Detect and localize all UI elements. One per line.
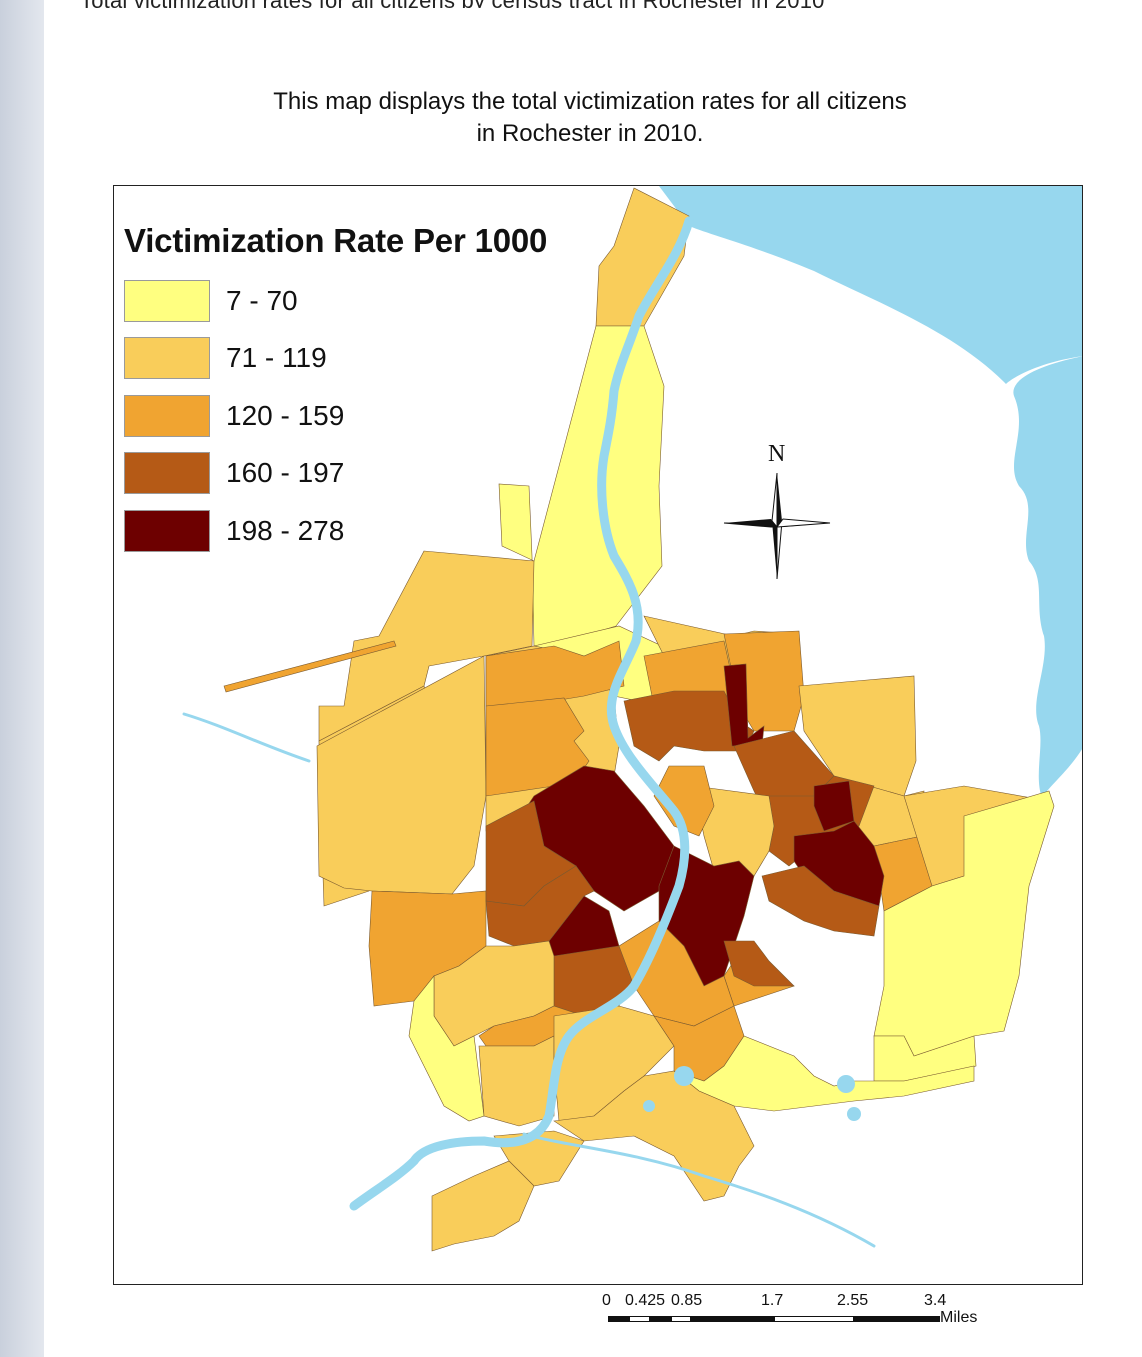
scale-segment	[854, 1316, 940, 1322]
tract-region	[553, 945, 635, 1017]
irondequoit-bay	[1013, 356, 1082, 798]
scale-segment	[650, 1316, 671, 1322]
tract-region	[761, 865, 880, 937]
legend-label: 7 - 70	[226, 284, 298, 316]
pond	[847, 1107, 861, 1121]
map-description: This map displays the total victimizatio…	[170, 86, 1010, 150]
legend-swatch	[124, 337, 210, 380]
tract-region	[693, 785, 775, 877]
tract-region	[653, 765, 715, 837]
legend-label: 198 - 278	[226, 514, 345, 546]
north-label: N	[768, 441, 786, 467]
scale-segment	[774, 1316, 854, 1322]
legend-item: 71 - 119	[124, 330, 547, 388]
tract-region	[485, 865, 595, 947]
tract-region	[431, 1160, 535, 1252]
legend-item: 120 - 159	[124, 387, 547, 445]
erie-canal	[522, 1132, 876, 1248]
tract-region	[723, 940, 795, 987]
legend-item: 160 - 197	[124, 445, 547, 503]
lake-ontario	[659, 186, 1082, 384]
tract-region	[673, 1035, 975, 1112]
page-heading-partial: Total victimization rates for all citize…	[80, 0, 1142, 8]
legend-swatch	[124, 452, 210, 495]
choropleth-map	[182, 186, 1082, 1252]
scale-segment	[691, 1316, 774, 1322]
legend-item: 7 - 70	[124, 272, 547, 330]
tract-region	[798, 675, 917, 797]
tract-region	[408, 975, 485, 1122]
tract-region	[813, 780, 855, 832]
pond	[643, 1100, 655, 1112]
legend-label: 160 - 197	[226, 457, 345, 489]
tract-region	[478, 1035, 555, 1127]
scale-segment	[671, 1316, 691, 1322]
genesee-river	[349, 216, 694, 1211]
description-line-2: in Rochester in 2010.	[476, 120, 704, 147]
map-legend: Victimization Rate Per 1000 7 - 70 71 - …	[124, 222, 547, 560]
legend-swatch	[124, 394, 210, 437]
scale-units: Miles	[940, 1309, 978, 1326]
scale-bar: 0 0.425 0.85 1.7 2.55 3.4 Miles	[600, 1292, 1000, 1332]
legend-item: 198 - 278	[124, 502, 547, 560]
tract-region	[223, 640, 397, 693]
scale-tick-label: 0.425	[625, 1292, 666, 1309]
tract-region	[553, 1070, 755, 1202]
scale-tick-label: 3.4	[924, 1292, 947, 1309]
compass-rose-icon	[723, 472, 831, 580]
legend-swatch	[124, 279, 210, 322]
legend-title: Victimization Rate Per 1000	[124, 222, 548, 259]
scale-segment	[629, 1316, 650, 1322]
description-line-1: This map displays the total victimizatio…	[273, 88, 907, 115]
scale-segment	[608, 1316, 629, 1322]
scale-tick-label: 0.85	[671, 1292, 703, 1309]
legend-swatch	[124, 509, 210, 552]
legend-label: 71 - 119	[226, 342, 327, 374]
scale-tick-label: 2.55	[837, 1292, 869, 1309]
scale-tick-label: 0	[602, 1292, 611, 1309]
side-panel	[0, 0, 44, 1357]
pond	[674, 1066, 694, 1086]
map-frame: Victimization Rate Per 1000 7 - 70 71 - …	[113, 185, 1083, 1285]
pond	[837, 1075, 855, 1093]
western-water-line	[182, 712, 311, 763]
north-arrow: N	[722, 441, 832, 581]
legend-label: 120 - 159	[226, 399, 345, 431]
tract-region	[723, 663, 765, 747]
scale-tick-label: 1.7	[761, 1292, 784, 1309]
